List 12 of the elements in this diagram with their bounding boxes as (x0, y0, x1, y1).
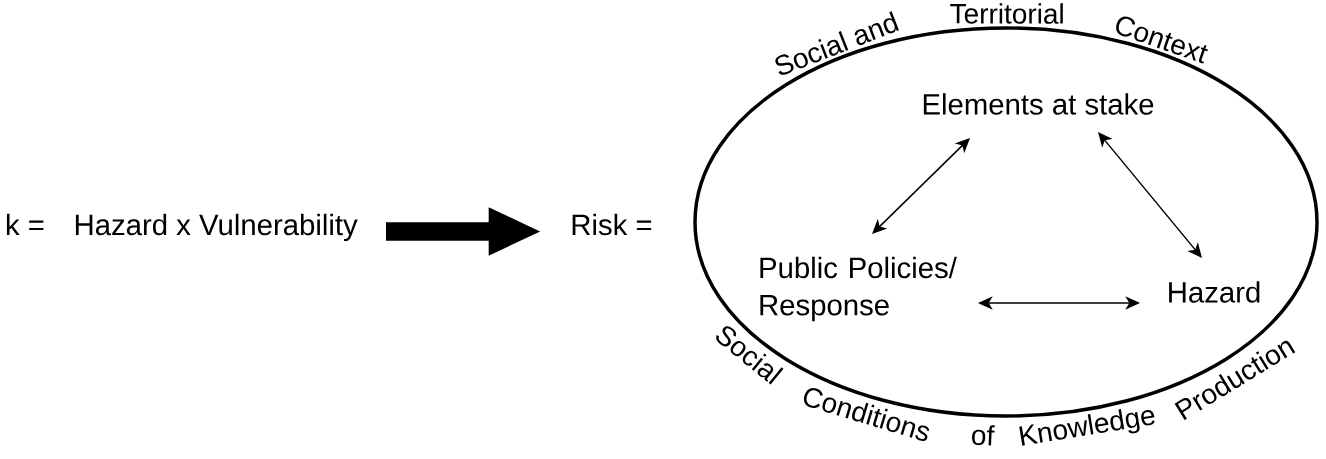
concept-label: Public Policies/ Response (760, 256, 957, 322)
arc-label: of (972, 425, 995, 446)
double-arrow (1098, 132, 1202, 258)
double-arrow (872, 138, 970, 234)
equation-text: Hazard x Vulnerability (75, 213, 358, 242)
arc-label: Territorial (950, 3, 1063, 24)
arc-label: Social and (775, 11, 899, 75)
arc-label: Knowledge (1019, 409, 1155, 446)
concept-label: Elements at stake (923, 93, 1154, 115)
concept-label: Hazard (1169, 281, 1260, 303)
equation-text: k = (6, 213, 44, 235)
equation-text: Risk = (572, 213, 652, 236)
